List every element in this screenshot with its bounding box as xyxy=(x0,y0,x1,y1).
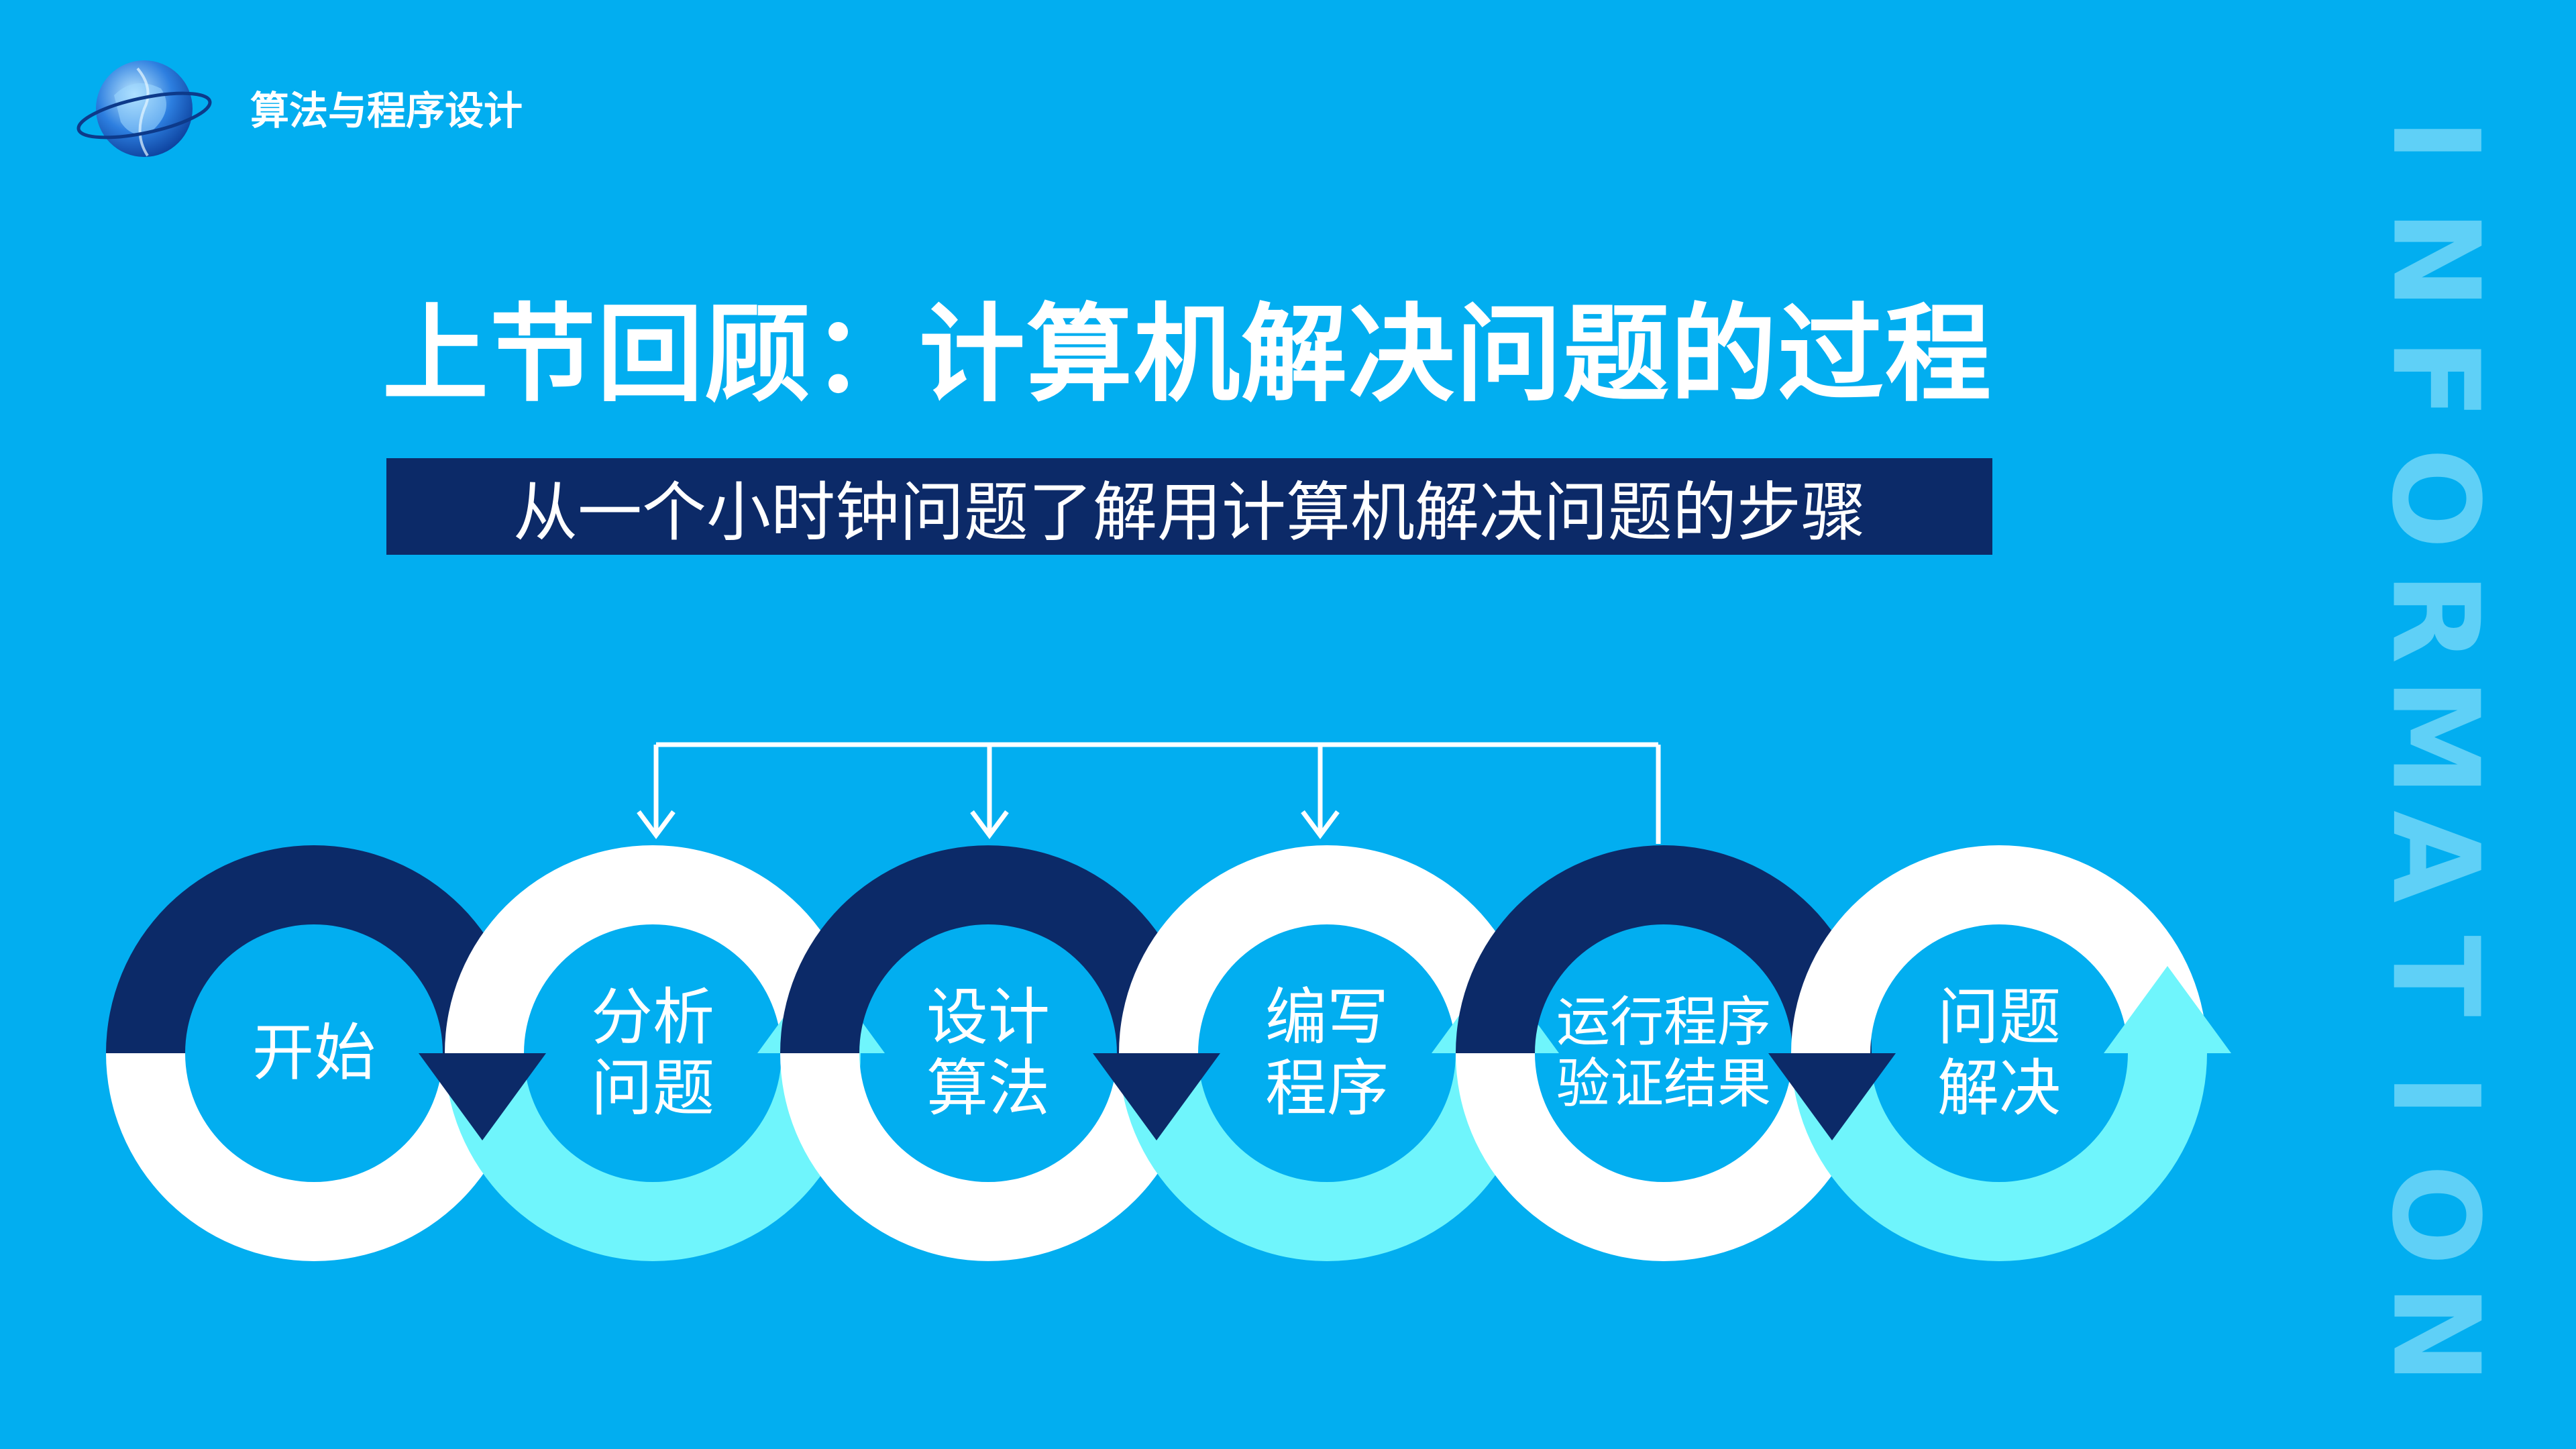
step-label: 开始 xyxy=(252,1018,376,1089)
step-label-line: 程序 xyxy=(1265,1053,1389,1124)
subtitle-banner: 从一个小时钟问题了解用计算机解决问题的步骤 xyxy=(386,458,1992,555)
feedback-arrow-icon xyxy=(970,745,1009,839)
step-label-line: 算法 xyxy=(926,1053,1051,1124)
ring-top-segment xyxy=(1456,845,1872,1053)
step-label: 运行程序验证结果 xyxy=(1556,991,1771,1115)
subtitle-text: 从一个小时钟问题了解用计算机解决问题的步骤 xyxy=(513,474,1866,550)
ring-bottom-segment xyxy=(106,1053,522,1261)
step-label-line: 设计 xyxy=(926,981,1051,1054)
down-arrow-icon xyxy=(1093,1053,1220,1140)
down-arrow-icon xyxy=(1768,1053,1896,1140)
feedback-arrow-icon xyxy=(637,745,676,839)
step-label-line: 开始 xyxy=(252,1017,376,1089)
step-label-line: 编写 xyxy=(1265,981,1389,1054)
step-label: 设计算法 xyxy=(926,982,1050,1124)
ring-top-segment xyxy=(106,845,522,1053)
ring-top-segment xyxy=(1791,845,2207,1053)
step-label-line: 运行程序 xyxy=(1556,991,1771,1053)
ring-bottom-segment xyxy=(1791,1053,2207,1261)
ring-top-segment xyxy=(780,845,1196,1053)
step-label: 编写程序 xyxy=(1265,982,1389,1124)
ring-top-segment xyxy=(1119,845,1535,1053)
feedback-arrow-icon xyxy=(1301,745,1340,839)
globe-logo-icon xyxy=(74,48,215,169)
ring-bottom-segment xyxy=(445,1053,861,1261)
ring-bottom-segment xyxy=(780,1053,1196,1261)
page-title: 上节回顾：计算机解决问题的过程 xyxy=(382,293,1992,417)
step-label-line: 问题 xyxy=(590,1053,715,1124)
step-label-line: 解决 xyxy=(1937,1053,2061,1124)
step-label-line: 问题 xyxy=(1937,981,2061,1054)
up-arrow-icon xyxy=(2104,966,2231,1053)
course-title: 算法与程序设计 xyxy=(250,88,523,133)
step-label: 问题解决 xyxy=(1937,982,2061,1124)
ring-top-segment xyxy=(445,845,861,1053)
feedback-connector-line xyxy=(656,742,1661,844)
ring-bottom-segment xyxy=(1456,1053,1872,1261)
ring-bottom-segment xyxy=(1119,1053,1535,1261)
step-label-line: 分析 xyxy=(590,981,715,1054)
step-label-line: 验证结果 xyxy=(1556,1053,1771,1115)
down-arrow-icon xyxy=(419,1053,546,1140)
step-label: 分析问题 xyxy=(591,982,714,1124)
